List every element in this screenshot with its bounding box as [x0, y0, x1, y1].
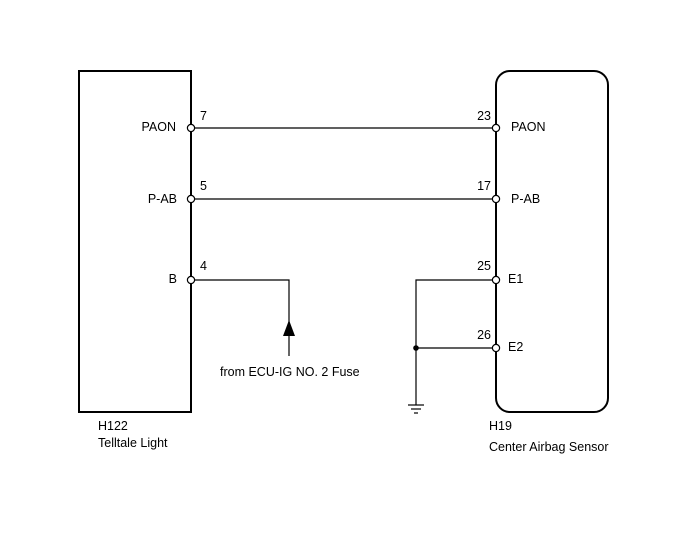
center-airbag-sensor-box: [495, 70, 609, 413]
right-signal-e1: E1: [508, 272, 523, 286]
right-signal-e2: E2: [508, 340, 523, 354]
wire-b-power: [191, 279, 290, 356]
right-pin-number-25: 25: [477, 259, 491, 273]
right-pin-number-26: 26: [477, 328, 491, 342]
left-signal-paon: PAON: [142, 120, 177, 134]
left-signal-b: B: [169, 272, 177, 286]
right-component-code: H19: [489, 419, 512, 433]
left-signal-p-ab: P-AB: [148, 192, 177, 206]
wire-e1-ground: [415, 279, 496, 405]
pin-right-p-ab: [491, 194, 501, 204]
pin-right-e1: [491, 275, 501, 285]
right-signal-paon: PAON: [511, 120, 546, 134]
pin-right-e2: [491, 343, 501, 353]
left-component-name: Telltale Light: [98, 436, 168, 450]
pin-left-b: [186, 275, 196, 285]
telltale-light-box: [78, 70, 192, 413]
pin-left-paon: [186, 123, 196, 133]
right-pin-number-17: 17: [477, 179, 491, 193]
left-component-code: H122: [98, 419, 128, 433]
left-pin-number-4: 4: [200, 259, 207, 273]
power-arrow-icon: [283, 320, 295, 336]
right-component-name: Center Airbag Sensor: [489, 440, 609, 454]
pin-left-p-ab: [186, 194, 196, 204]
left-pin-number-5: 5: [200, 179, 207, 193]
pin-right-paon: [491, 123, 501, 133]
ground-icon: [408, 404, 424, 414]
right-signal-p-ab: P-AB: [511, 192, 540, 206]
right-pin-number-23: 23: [477, 109, 491, 123]
left-pin-number-7: 7: [200, 109, 207, 123]
power-source-label: from ECU-IG NO. 2 Fuse: [220, 365, 360, 379]
junction-dot: [413, 345, 419, 351]
